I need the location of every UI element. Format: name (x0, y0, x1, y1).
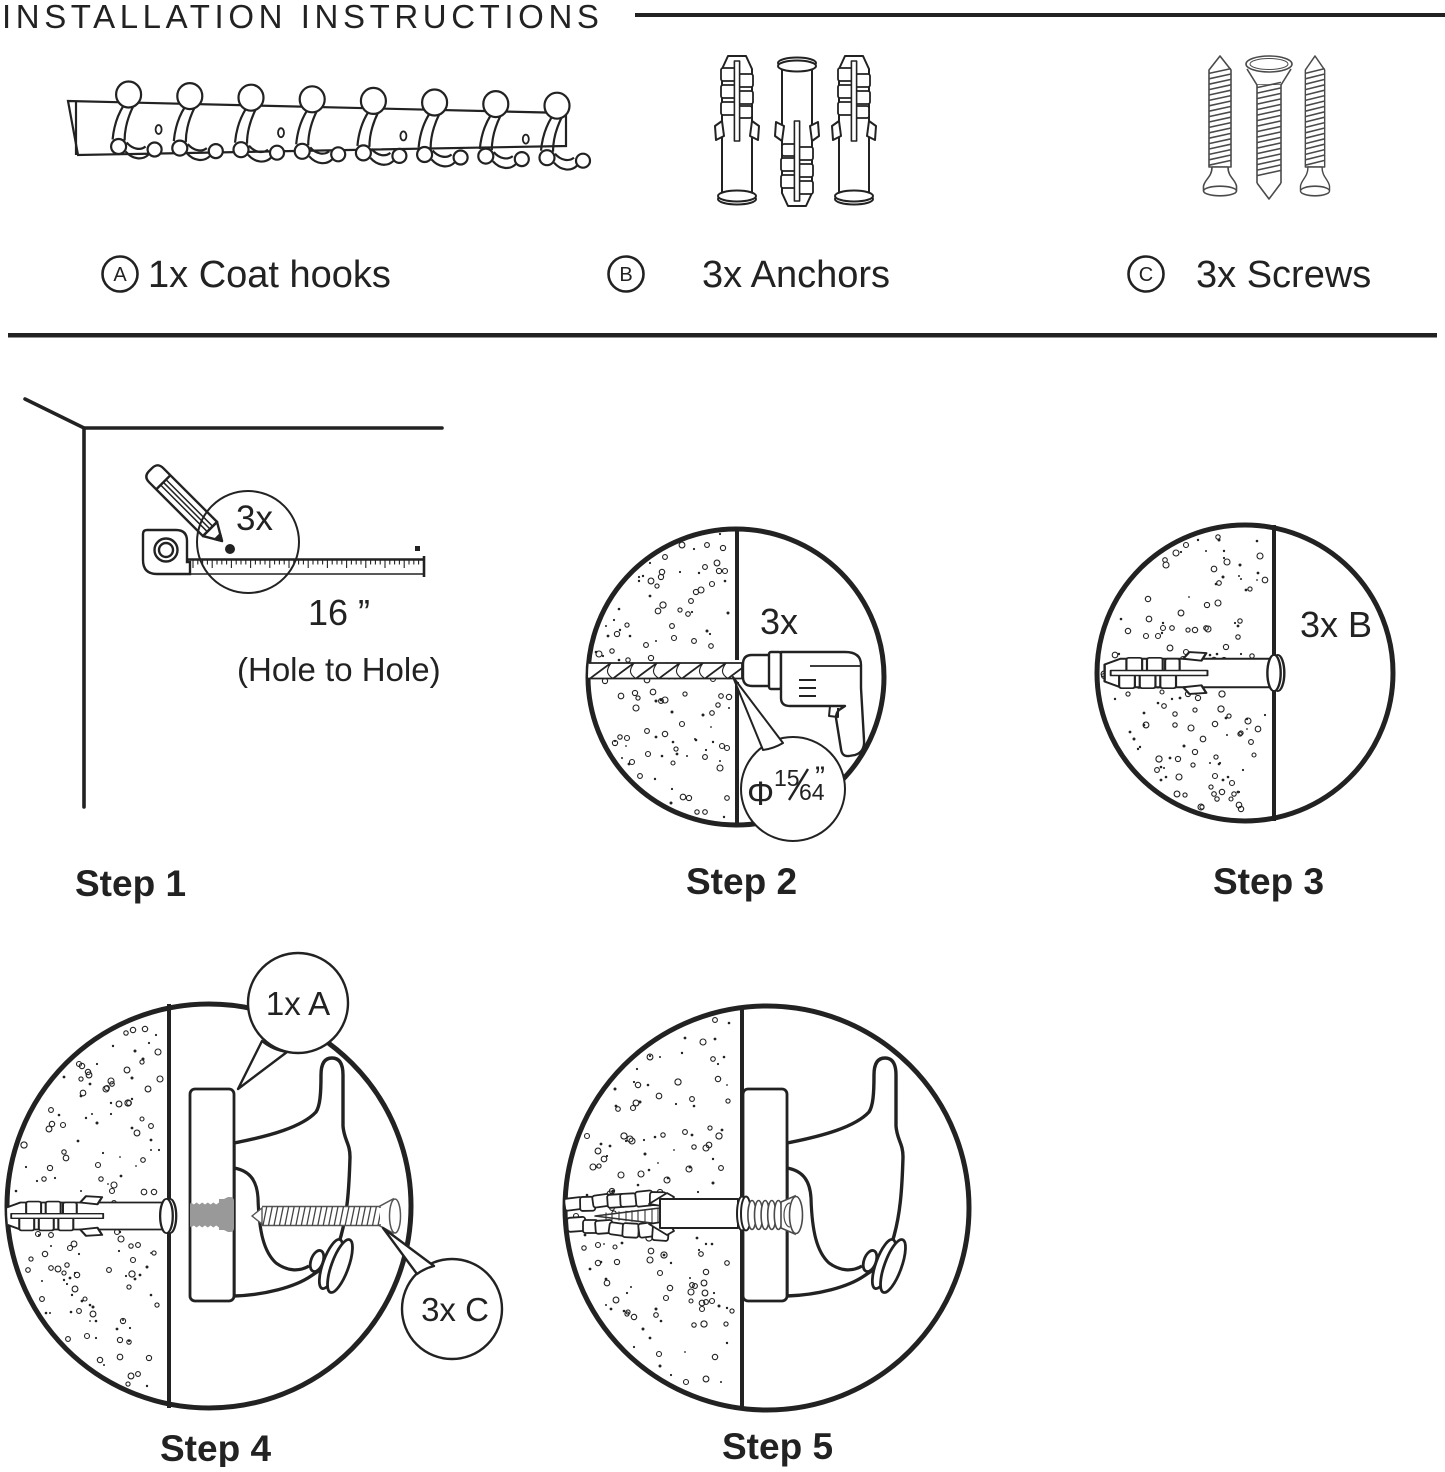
svg-text:Step 3: Step 3 (1213, 861, 1324, 902)
svg-text:64: 64 (799, 779, 825, 805)
svg-text:3x: 3x (760, 601, 798, 642)
svg-text:Φ: Φ (747, 775, 774, 813)
svg-text:1x Coat hooks: 1x Coat hooks (148, 254, 391, 296)
svg-text:C: C (1139, 264, 1153, 286)
svg-text:INSTALLATION INSTRUCTIONS: INSTALLATION INSTRUCTIONS (2, 0, 604, 35)
svg-text:(Hole to Hole): (Hole to Hole) (237, 651, 441, 688)
svg-text:”: ” (815, 761, 825, 794)
svg-text:3x: 3x (236, 499, 273, 538)
svg-text:Step 5: Step 5 (722, 1426, 833, 1467)
svg-text:3x Screws: 3x Screws (1196, 254, 1371, 296)
svg-text:Step 1: Step 1 (75, 863, 186, 904)
svg-text:A: A (113, 264, 127, 286)
svg-text:3x C: 3x C (421, 1291, 489, 1328)
svg-text:B: B (619, 264, 632, 286)
svg-text:1x A: 1x A (266, 985, 330, 1022)
svg-text:Step 2: Step 2 (686, 861, 797, 902)
svg-text:3x Anchors: 3x Anchors (702, 254, 890, 296)
svg-text:Step 4: Step 4 (160, 1428, 271, 1467)
svg-text:15: 15 (774, 765, 800, 791)
svg-text:16 ”: 16 ” (308, 592, 370, 633)
svg-text:3x B: 3x B (1300, 604, 1372, 645)
